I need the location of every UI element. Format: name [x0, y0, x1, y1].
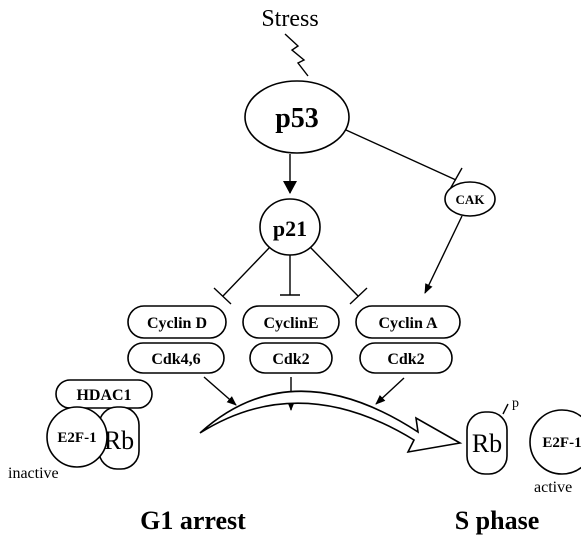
cyclin-a-label: Cyclin A	[378, 315, 438, 332]
p53-label: p53	[275, 103, 319, 134]
phospho-label: p	[512, 396, 519, 411]
cyclin-d-label: Cyclin D	[147, 315, 207, 332]
rb-left-label: Rb	[104, 426, 134, 455]
e2f1-left-label: E2F-1	[57, 430, 96, 446]
g1-to-s-transition-arrow	[199, 390, 463, 454]
cdk2-a-arrow	[375, 377, 405, 405]
cdk2-a-label: Cdk2	[387, 351, 424, 368]
p53-inhibits-cak-line	[345, 129, 457, 181]
lightning-bolt-icon	[284, 33, 309, 77]
p21-inhibits-cyclin-d-line	[222, 246, 271, 297]
s-phase-label: S phase	[455, 506, 540, 535]
cdk46-arrow	[203, 376, 237, 406]
p21-inhibits-cyclin-a-line	[309, 246, 359, 297]
cyclin-e-box	[242, 305, 340, 339]
inactive-label: inactive	[8, 465, 59, 482]
rb-right-label: Rb	[472, 429, 502, 458]
active-label: active	[534, 479, 572, 496]
cdk2-a-box	[359, 342, 453, 374]
phospho-tick	[502, 403, 509, 415]
cak-to-cyclin-a-arrow	[424, 215, 463, 294]
g1-arrest-label: G1 arrest	[140, 506, 246, 535]
hdac1-label: HDAC1	[76, 387, 131, 404]
cak-node	[444, 181, 496, 217]
e2f1-right-node	[529, 409, 581, 475]
cyclin-e-label: CyclinE	[263, 315, 318, 332]
cdk2-e-box	[249, 342, 333, 374]
e2f1-left-node	[46, 406, 108, 468]
cdk46-box	[127, 342, 225, 374]
cyclin-d-box	[127, 305, 227, 339]
cak-label: CAK	[456, 192, 486, 207]
cdk46-label: Cdk4,6	[151, 351, 200, 368]
p21-inhibits-cyclin-a-bar	[349, 287, 368, 305]
p21-inhibits-cyclin-d-bar	[213, 287, 232, 305]
hdac1-box	[55, 379, 153, 409]
cdk2-e-label: Cdk2	[272, 351, 309, 368]
p21-label: p21	[273, 216, 307, 241]
p53-node	[244, 80, 350, 154]
cyclin-a-box	[355, 305, 461, 339]
e2f1-right-label: E2F-1	[542, 435, 581, 451]
stress-label: Stress	[261, 6, 318, 32]
rb-right-shape	[466, 411, 508, 475]
